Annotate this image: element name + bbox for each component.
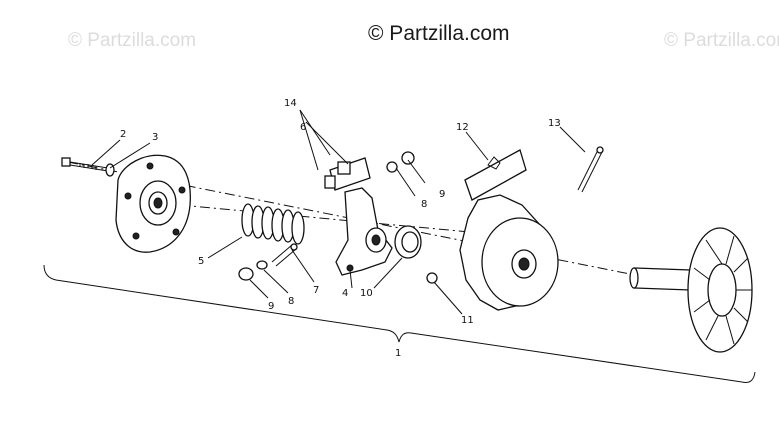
callout-13: 13: [548, 118, 561, 129]
callout-4: 4: [342, 288, 348, 299]
callout-8-upper: 8: [421, 199, 427, 210]
nut-lower: [256, 260, 268, 270]
roller-lower: [238, 267, 254, 281]
nut-upper: [386, 161, 398, 173]
leader-lines: [91, 109, 586, 315]
callout-9-lower: 9: [268, 301, 274, 312]
watermark-main: © Partzilla.com: [368, 22, 510, 45]
callout-10: 10: [360, 288, 373, 299]
screw: [577, 146, 604, 193]
callout-6: 6: [300, 122, 306, 133]
bolt: [61, 157, 109, 172]
spring: [241, 203, 305, 245]
watermark-right: © Partzilla.com: [664, 30, 779, 51]
callout-2: 2: [120, 129, 126, 140]
callout-11: 11: [461, 315, 474, 326]
callout-1: 1: [395, 348, 401, 359]
callout-8-lower: 8: [288, 296, 294, 307]
callout-9-upper: 9: [439, 189, 445, 200]
cover-plate: [115, 154, 191, 253]
callout-12: 12: [456, 122, 469, 133]
offset-axis: [179, 204, 471, 233]
callout-7: 7: [313, 285, 319, 296]
callout-3: 3: [152, 132, 158, 143]
nut-eleven: [426, 272, 438, 284]
movable-sheave: [459, 194, 559, 311]
watermark-left: © Partzilla.com: [68, 30, 197, 51]
pin: [271, 243, 298, 267]
bushing: [394, 225, 422, 259]
callout-5: 5: [198, 256, 204, 267]
clip: [464, 149, 527, 201]
roller-assembly: [324, 157, 371, 191]
spider-arm: [335, 187, 393, 276]
roller-upper: [401, 151, 415, 165]
fixed-sheave: [629, 227, 753, 353]
callout-14: 14: [284, 98, 297, 109]
assembly-bracket: [43, 264, 756, 383]
